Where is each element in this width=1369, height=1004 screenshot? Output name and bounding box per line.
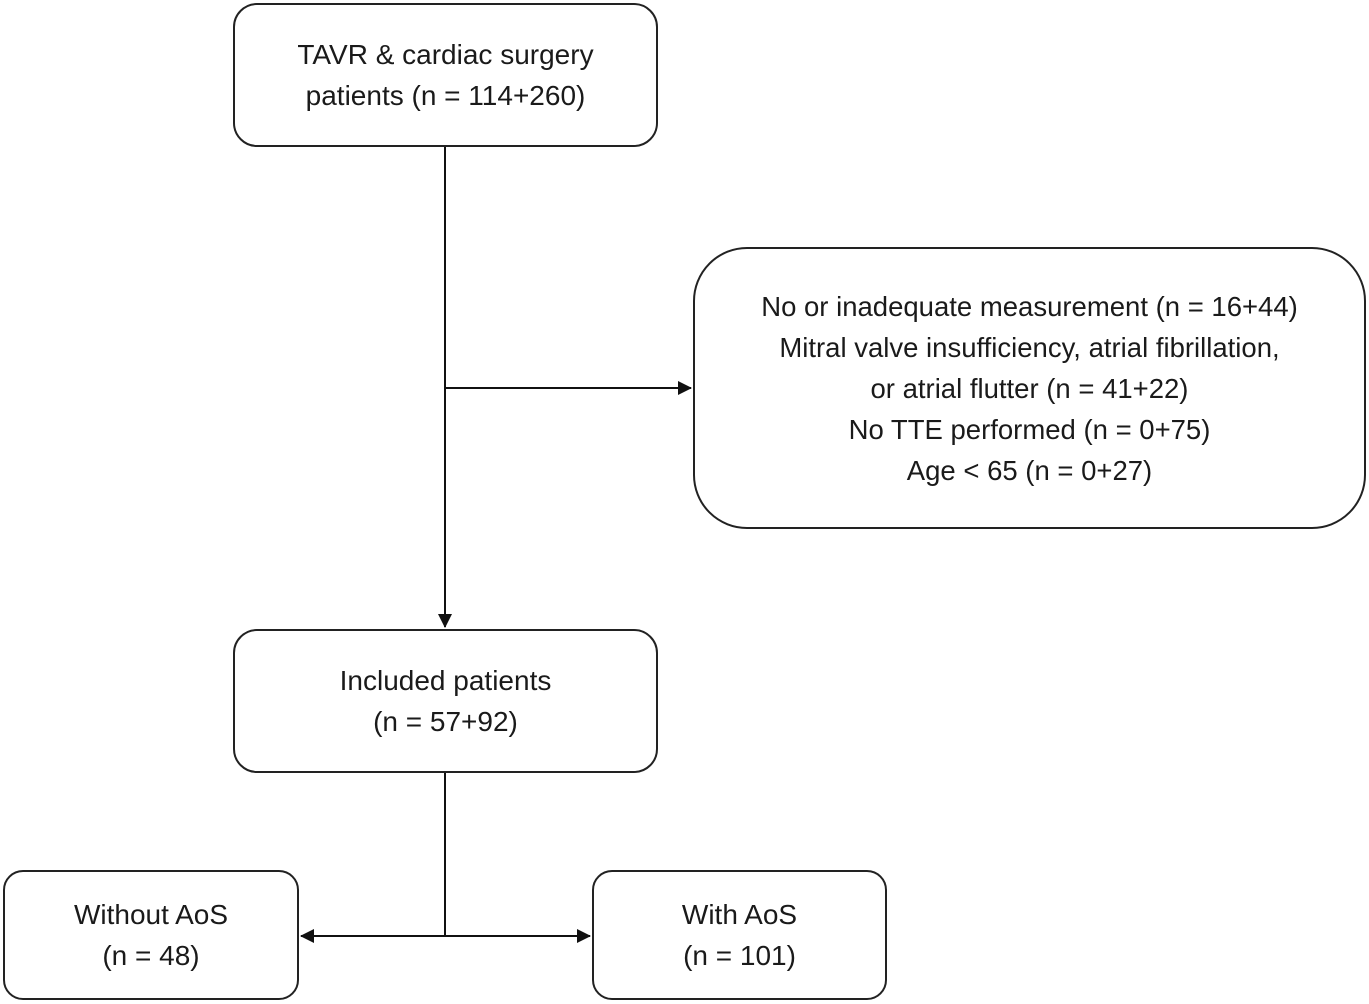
with-aos-box: With AoS (n = 101)	[592, 870, 887, 1000]
included-box-line-2: (n = 57+92)	[373, 706, 518, 737]
exclusion-line-4: No TTE performed (n = 0+75)	[848, 413, 1211, 445]
with-aos-line-2: (n = 101)	[683, 940, 796, 971]
exclusion-line-3: or atrial flutter (n = 41+22)	[870, 372, 1189, 404]
exclusion-line-1: No or inadequate measurement (n = 16+44)	[761, 290, 1298, 322]
start-box-line-2: patients (n = 114+260)	[305, 80, 586, 111]
start-box-line-1: TAVR & cardiac surgery	[297, 39, 594, 70]
start-box: TAVR & cardiac surgery patients (n = 114…	[233, 3, 658, 147]
included-box: Included patients (n = 57+92)	[233, 629, 658, 773]
without-aos-box: Without AoS (n = 48)	[3, 870, 299, 1000]
exclusion-box: No or inadequate measurement (n = 16+44)…	[693, 247, 1366, 529]
without-aos-line-1: Without AoS	[73, 899, 229, 930]
exclusion-line-5: Age < 65 (n = 0+27)	[906, 454, 1153, 486]
included-box-line-1: Included patients	[339, 665, 552, 696]
with-aos-line-1: With AoS	[681, 899, 798, 930]
without-aos-line-2: (n = 48)	[102, 940, 200, 971]
exclusion-line-2: Mitral valve insufficiency, atrial fibri…	[779, 331, 1280, 363]
